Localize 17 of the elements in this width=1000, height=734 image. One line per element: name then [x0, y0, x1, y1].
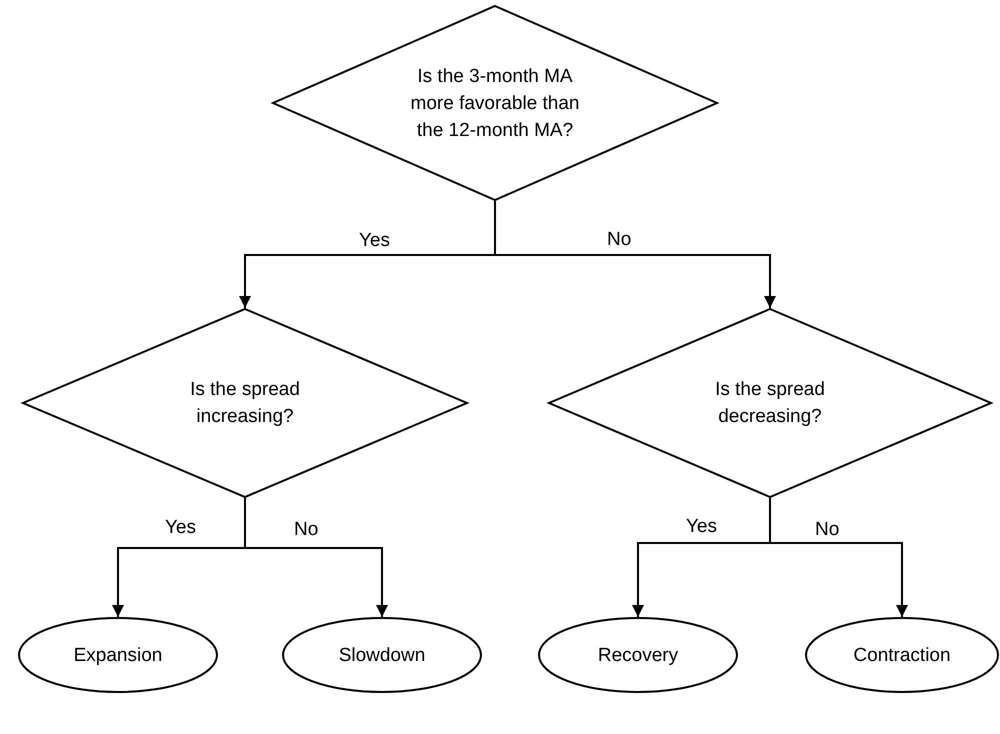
question-text: Is the spread increasing? [189, 378, 301, 429]
outcome-text: Expansion [74, 644, 162, 668]
arrow [244, 498, 388, 617]
question-text: Is the spread decreasing? [714, 378, 826, 429]
decision-diamond [548, 308, 992, 498]
arrow [769, 498, 908, 617]
outcome-text: Slowdown [338, 644, 426, 668]
question-text: Is the 3-month MA more favorable than the 12-month MA? [410, 64, 580, 142]
outcome-text: Contraction [853, 644, 951, 668]
outcome-ellipse [805, 617, 999, 693]
outcome-ellipse [282, 617, 482, 693]
decision-diamond [22, 308, 468, 498]
outcome-ellipse [538, 617, 738, 693]
outcome-text: Recovery [598, 644, 678, 668]
outcome-ellipse [18, 617, 218, 693]
arrow [494, 201, 776, 308]
decision-diamond [272, 5, 718, 201]
